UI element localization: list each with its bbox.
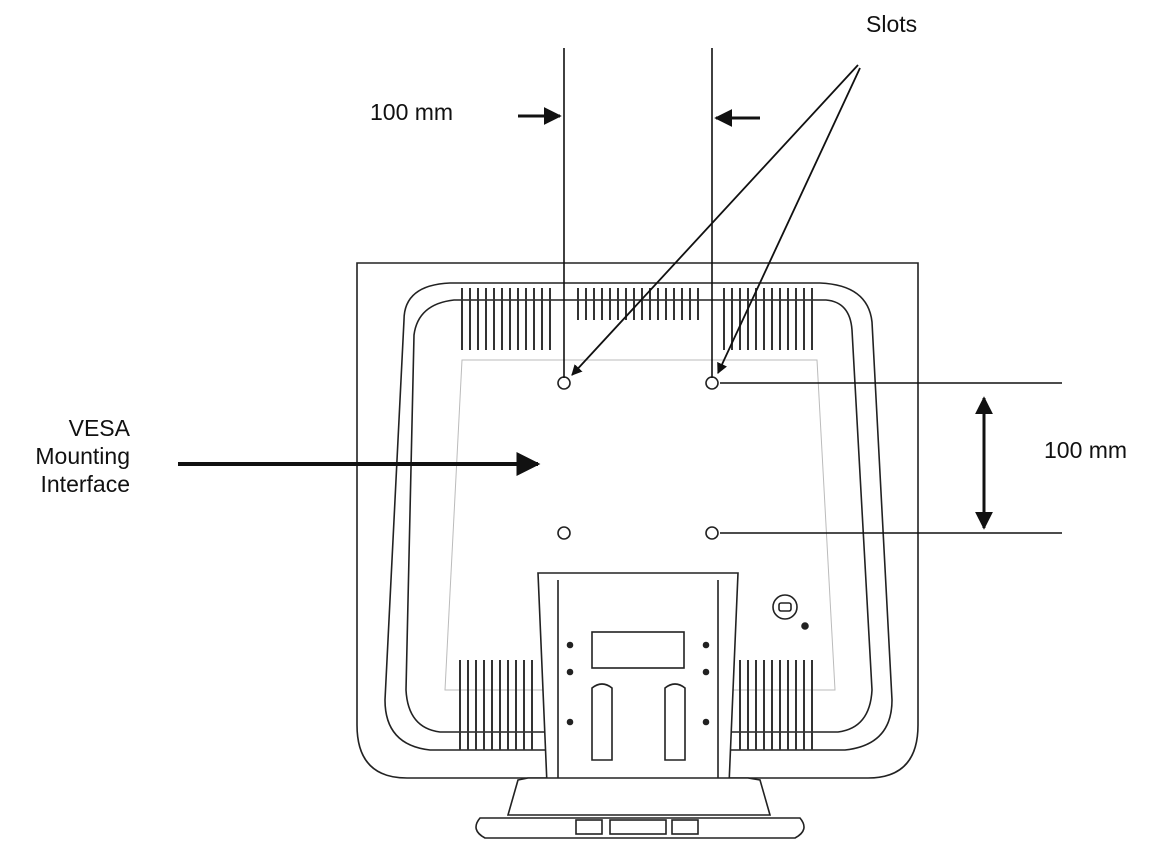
stand-base — [475, 777, 805, 839]
vertical-spacing-label: 100 mm — [1044, 437, 1128, 463]
bottom-right-vents — [739, 660, 813, 750]
vesa-mounting-interface-label: VESA Mounting Interface — [35, 414, 130, 498]
hole-bottom-left — [557, 526, 571, 540]
horizontal-spacing-label: 100 mm — [370, 99, 454, 125]
vesa-label-line-2: Mounting — [35, 443, 130, 469]
vertical-dimension — [720, 382, 1062, 534]
slot-pointers — [571, 64, 861, 376]
vesa-label-line-3: Interface — [40, 471, 131, 497]
lock-slot-icon — [772, 594, 809, 630]
top-vents — [461, 288, 813, 350]
hole-top-right — [705, 376, 719, 390]
hole-top-left — [557, 376, 571, 390]
bottom-left-vents — [459, 660, 533, 750]
vesa-label-line-1: VESA — [68, 415, 130, 441]
slots-label: Slots — [866, 11, 918, 37]
stand-neck — [537, 572, 739, 809]
hole-bottom-right — [705, 526, 719, 540]
horizontal-dimension — [518, 48, 760, 378]
monitor-back-panel — [356, 262, 919, 779]
